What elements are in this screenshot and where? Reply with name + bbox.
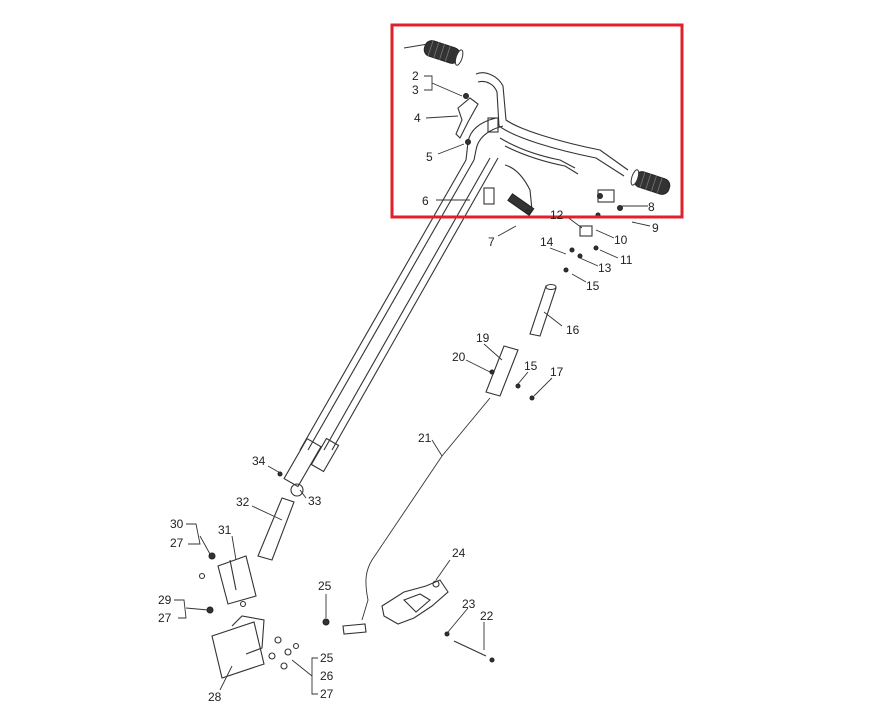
callout-8: 8 — [648, 200, 655, 214]
callout-27-mid: 27 — [158, 611, 172, 625]
callout-29: 29 — [158, 593, 172, 607]
callout-labels: 2 3 4 5 6 7 8 9 10 11 12 13 14 15 16 15 … — [158, 69, 659, 704]
callout-12: 12 — [550, 208, 564, 222]
callout-15-lower: 15 — [524, 359, 538, 373]
handlebar-grips — [423, 40, 671, 195]
callout-14: 14 — [540, 235, 554, 249]
callout-25-mid: 25 — [318, 579, 332, 593]
callout-6: 6 — [422, 194, 429, 208]
callout-13: 13 — [598, 261, 612, 275]
callout-10: 10 — [614, 233, 628, 247]
callout-20: 20 — [452, 350, 466, 364]
callout-27-lower: 27 — [320, 687, 334, 701]
callout-28: 28 — [208, 690, 222, 704]
callout-26: 26 — [320, 669, 334, 683]
callout-9: 9 — [652, 221, 659, 235]
callout-7: 7 — [488, 235, 495, 249]
control-lever — [455, 93, 499, 145]
callout-25-lower: 25 — [320, 651, 334, 665]
callout-4: 4 — [414, 111, 421, 125]
callout-30: 30 — [170, 517, 184, 531]
control-cable — [342, 397, 491, 635]
callout-23: 23 — [462, 597, 476, 611]
handlebar-frame — [465, 72, 629, 211]
callout-31: 31 — [218, 523, 232, 537]
callout-34: 34 — [252, 454, 266, 468]
callout-24: 24 — [452, 546, 466, 560]
callout-15-upper: 15 — [586, 279, 600, 293]
callout-16: 16 — [566, 323, 580, 337]
callout-5: 5 — [426, 150, 433, 164]
small-hardware — [507, 189, 623, 273]
lower-lever — [381, 579, 495, 663]
callout-3: 3 — [412, 83, 419, 97]
main-tubes — [283, 157, 499, 488]
callout-33: 33 — [308, 494, 322, 508]
callout-21: 21 — [418, 431, 432, 445]
shaft-assembly — [485, 284, 557, 401]
callout-19: 19 — [476, 331, 490, 345]
callout-11: 11 — [620, 253, 633, 267]
callout-27-upper: 27 — [170, 536, 184, 550]
highlight-box — [390, 23, 684, 219]
callout-32: 32 — [236, 495, 250, 509]
leader-lines — [174, 43, 651, 695]
callout-2: 2 — [412, 69, 419, 83]
callout-17: 17 — [550, 365, 564, 379]
callout-22: 22 — [480, 609, 494, 623]
